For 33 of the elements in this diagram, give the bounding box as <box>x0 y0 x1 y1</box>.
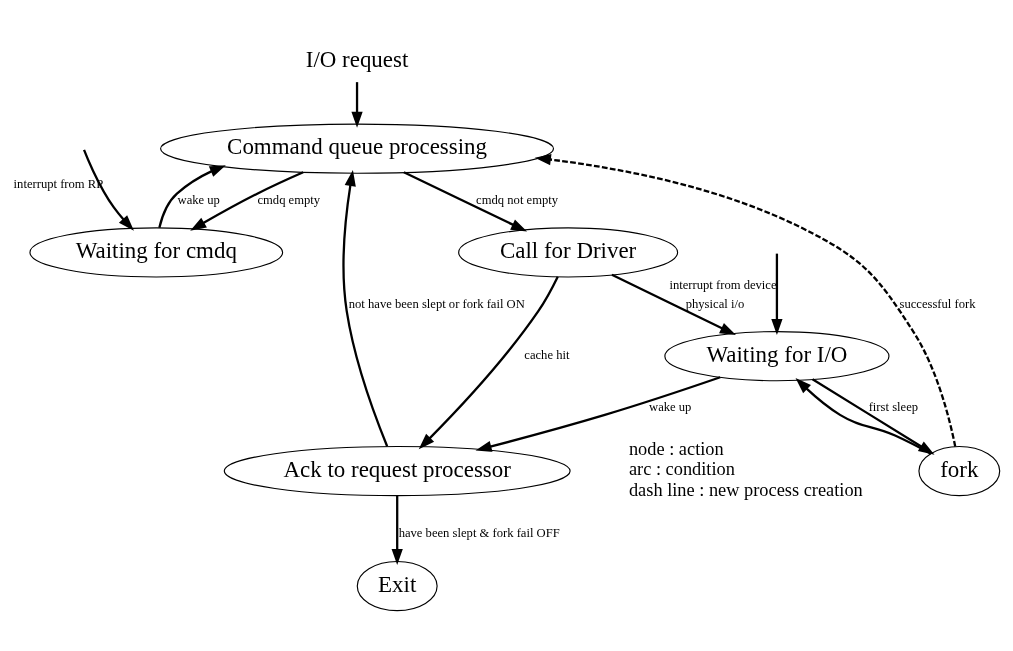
node-ellipse: Ack to request processor <box>223 445 571 497</box>
edge-label: cmdq not empty <box>476 192 559 207</box>
edge-label: first sleep <box>868 400 919 415</box>
arrow <box>771 253 783 336</box>
arrow <box>418 276 559 450</box>
arrow <box>190 171 304 231</box>
edge-label: wake up <box>177 192 220 207</box>
edge-label: successful fork <box>899 296 976 311</box>
label: arc : condition <box>628 459 735 480</box>
arrow <box>475 376 721 452</box>
arrow <box>342 170 389 447</box>
node-ellipse: fork <box>918 445 1001 497</box>
label: node : action <box>628 438 724 459</box>
edge-label: physical i/o <box>685 296 745 311</box>
arrow <box>391 495 403 566</box>
edge-label: have been slept & fork fail OFF <box>398 526 560 541</box>
node-text: I/O request <box>305 46 409 72</box>
edge-label: not have been slept or fork fail ON <box>348 296 525 311</box>
arrow <box>158 165 226 229</box>
arrow <box>403 171 528 232</box>
arrow <box>83 149 134 231</box>
node-ellipse: Exit <box>356 560 438 612</box>
arrow <box>351 82 363 128</box>
edge-label: cache hit <box>524 348 570 363</box>
edge-label: cmdq empty <box>257 192 321 207</box>
edge-label: interrupt from device <box>669 278 777 293</box>
label: dash line : new process creation <box>628 480 863 501</box>
edge-label: wake up <box>649 400 692 415</box>
node-ellipse: Waiting for I/O <box>664 331 890 382</box>
node-ellipse: Call for Driver <box>458 227 679 278</box>
arrow <box>611 273 736 336</box>
arrow <box>534 154 957 447</box>
node-ellipse: Waiting for cmdq <box>29 227 284 278</box>
